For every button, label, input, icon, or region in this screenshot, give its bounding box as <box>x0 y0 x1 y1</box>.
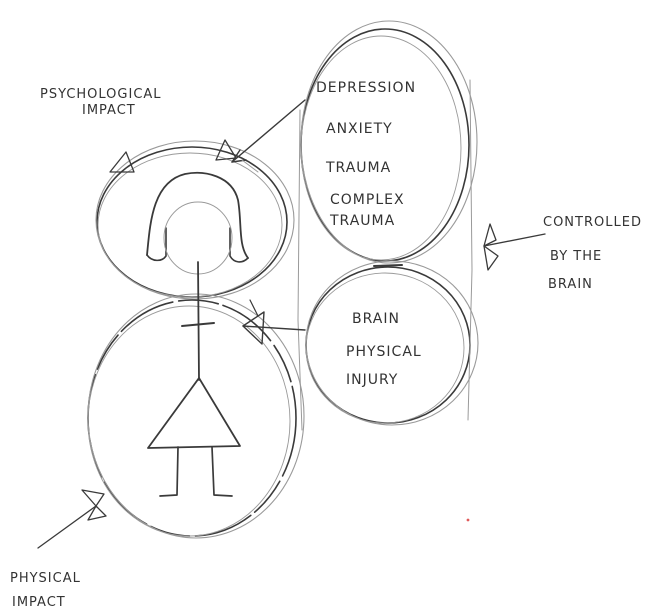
controlled-label-line2: BY THE <box>550 249 602 264</box>
condition-anxiety: ANXIETY <box>326 121 393 137</box>
condition-complex: COMPLEX <box>330 192 405 208</box>
condition-trauma: TRAUMA <box>325 160 391 176</box>
controlled-label-line1: CONTROLLED <box>543 215 642 230</box>
injury-label-brain: BRAIN <box>352 311 400 327</box>
connector-tick <box>374 265 402 266</box>
controlled-label-line3: BRAIN <box>548 277 593 292</box>
depression-to-head-arrow <box>232 100 305 162</box>
physical-impact-label-line2: IMPACT <box>12 595 66 610</box>
psychological-impact-label-line2: IMPACT <box>82 103 136 118</box>
controlled-by-brain-arrow <box>484 224 545 270</box>
physical-injury-circle <box>306 261 478 425</box>
head-circle <box>96 141 294 299</box>
body-circle <box>88 294 304 538</box>
physical-impact-label-line1: PHYSICAL <box>10 571 81 586</box>
injury-label-physical: PHYSICAL <box>346 344 422 360</box>
figure-hair <box>147 173 248 258</box>
stick-figure <box>147 173 248 496</box>
physical-label-arrow <box>38 490 106 548</box>
condition-depression: DEPRESSION <box>316 80 416 96</box>
injury-label-injury: INJURY <box>346 372 398 388</box>
paper-speck <box>467 519 470 522</box>
condition-complex-trauma: TRAUMA <box>329 213 395 229</box>
psychological-impact-label-line1: PSYCHOLOGICAL <box>40 87 162 102</box>
